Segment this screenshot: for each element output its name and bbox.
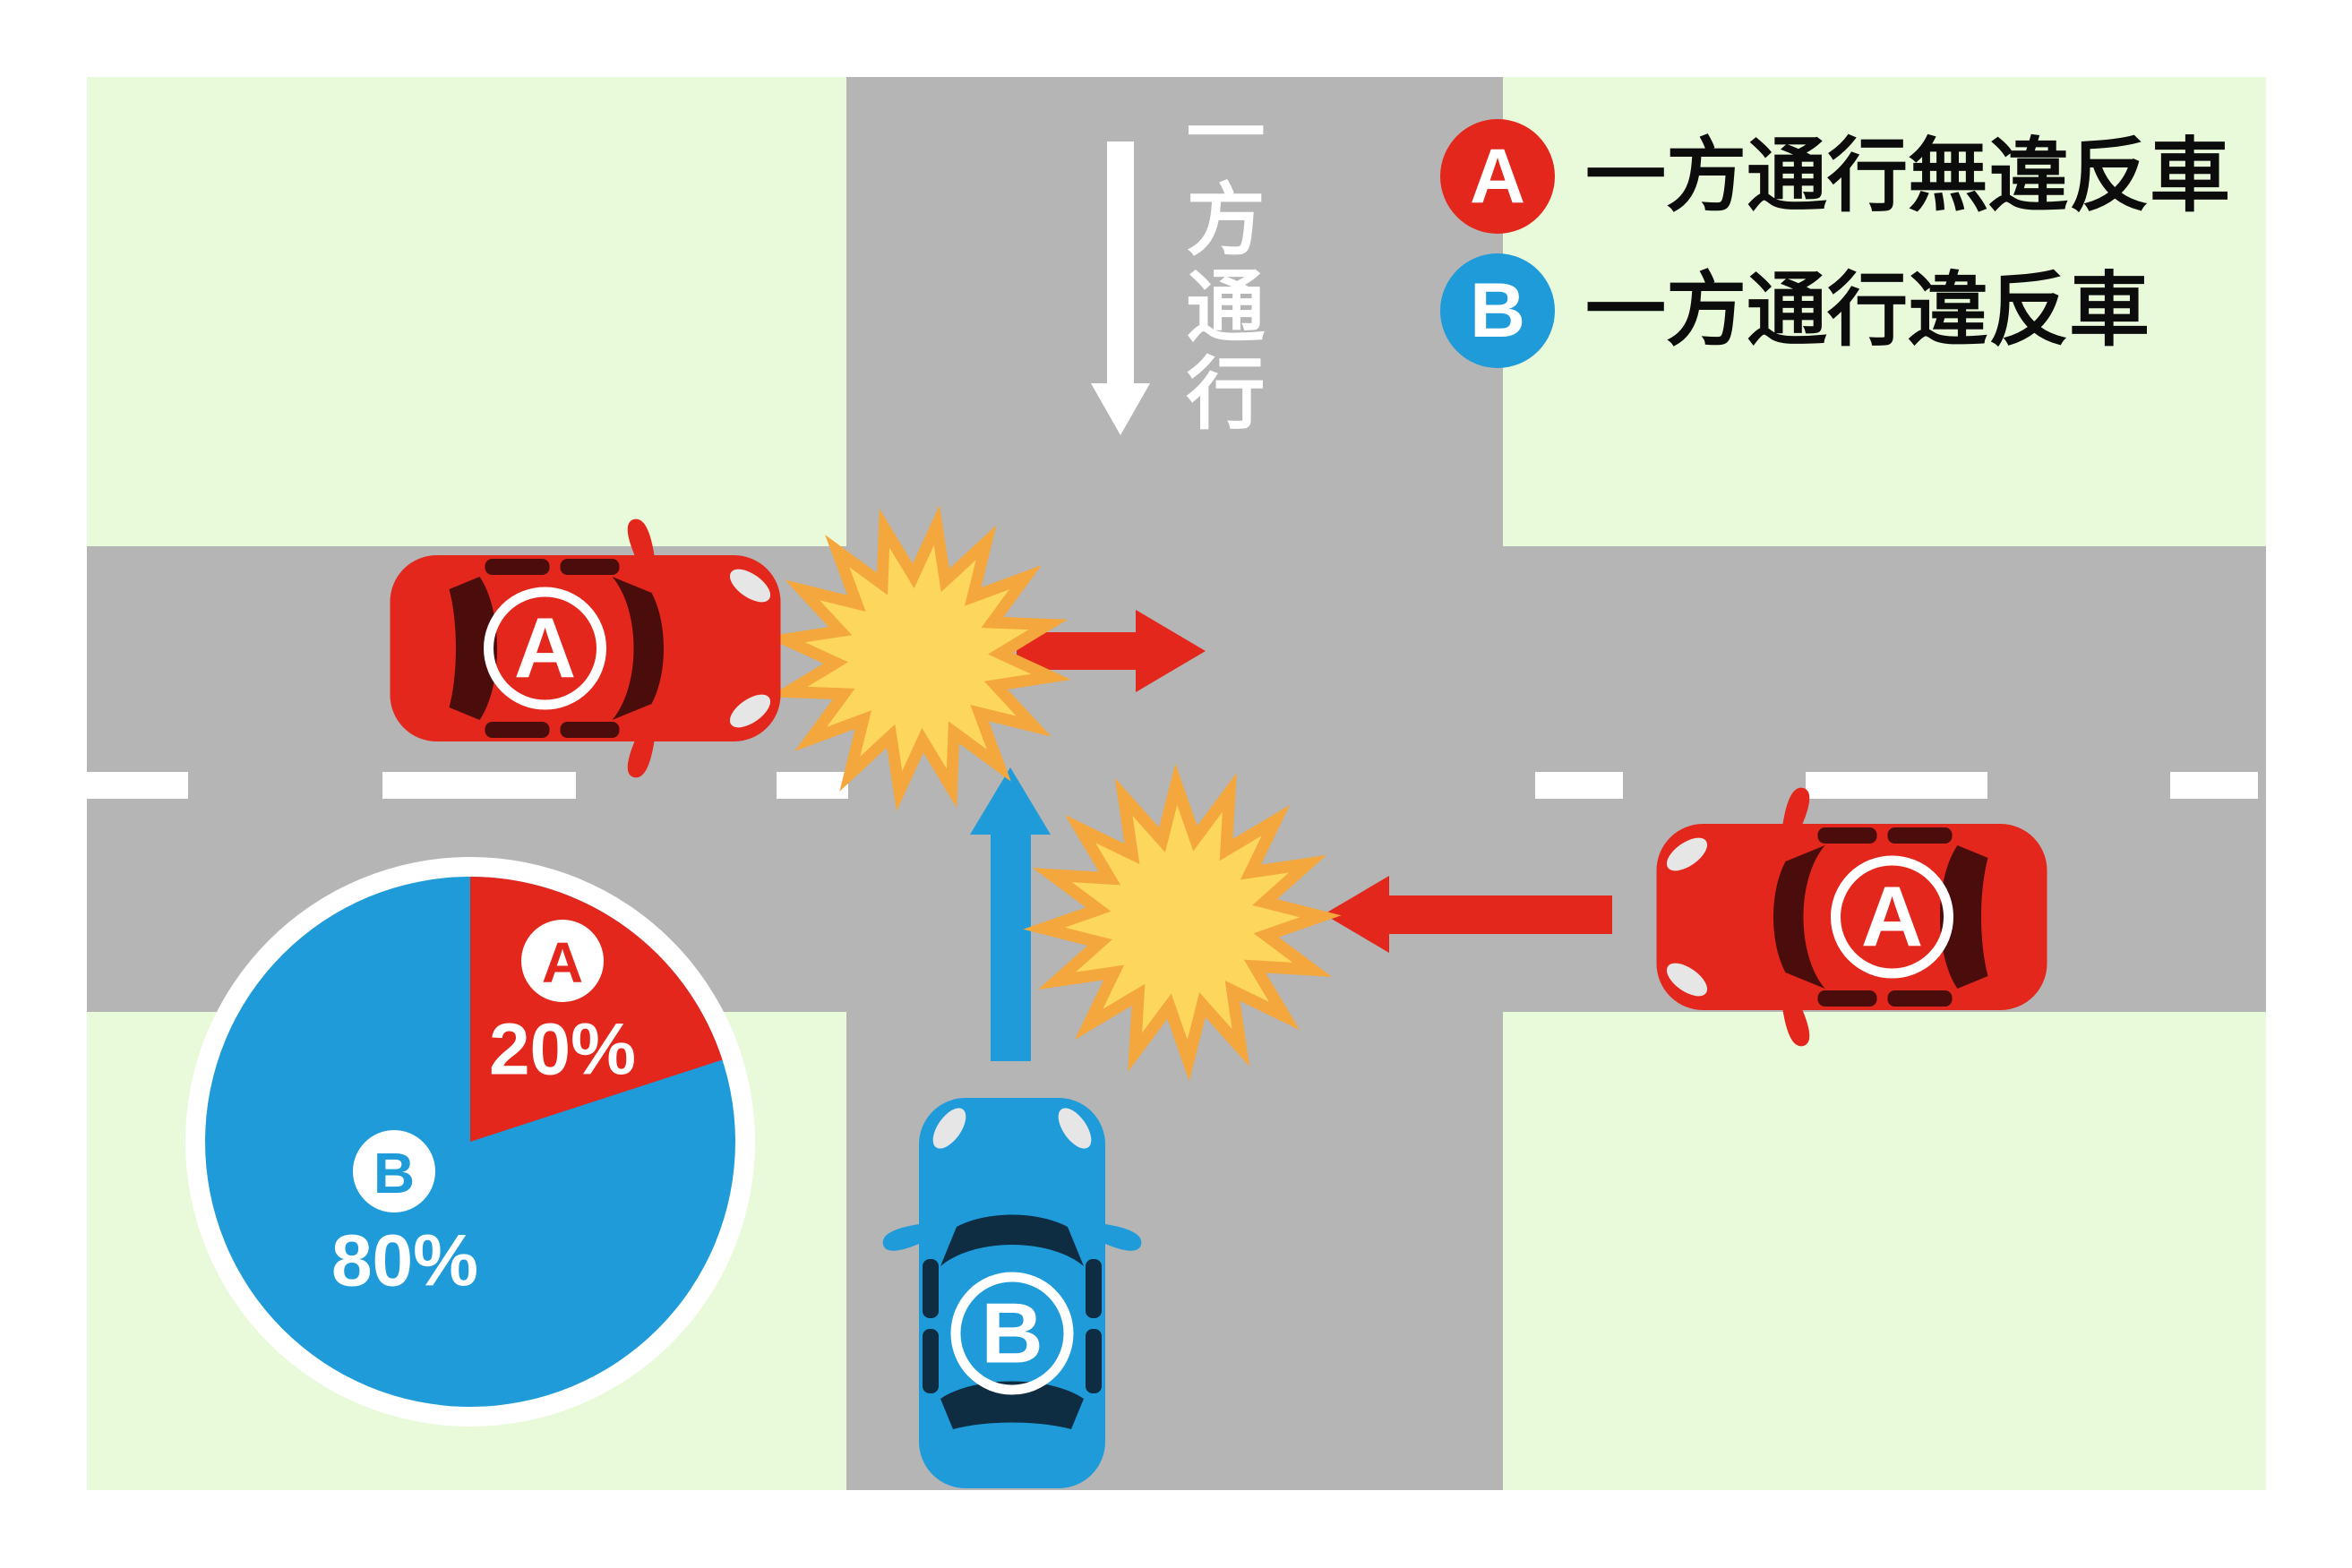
one-way-road-text: 一方通行 <box>1175 91 1264 439</box>
car-a-right: A <box>1656 787 2047 1047</box>
one-way-down-arrow-icon <box>1091 141 1150 435</box>
lane-dash <box>86 772 188 799</box>
legend-label-b: 一方通行違反車 <box>1585 266 2150 356</box>
car-a-left-travel-arrow-icon <box>1017 610 1206 692</box>
fault-ratio-pie-chart: A 20% B 80% <box>185 857 755 1427</box>
car-a-left-label: A <box>514 601 576 697</box>
collision-burst-icon <box>1005 745 1360 1100</box>
pie-label-a-percent: 20% <box>489 1009 636 1091</box>
pie-badge-b-letter: B <box>373 1141 415 1205</box>
pie-label-b-percent: 80% <box>331 1221 478 1302</box>
car-a-left: A <box>390 518 781 778</box>
legend-badge-b: B <box>1440 253 1555 368</box>
lane-dash <box>1806 772 1987 799</box>
lane-dash <box>1535 772 1623 799</box>
legend: A 一方通行無違反車 B 一方通行違反車 <box>1440 119 2230 368</box>
lane-dash <box>2170 772 2258 799</box>
pie-badge-a <box>521 920 604 1002</box>
lane-dash <box>382 772 576 799</box>
legend-label-a: 一方通行無違反車 <box>1585 132 2230 221</box>
collision-burst-icon <box>767 507 1070 810</box>
pie-badge-b <box>353 1130 435 1212</box>
legend-row-a: A 一方通行無違反車 <box>1440 119 2230 234</box>
legend-row-b: B 一方通行違反車 <box>1440 253 2230 368</box>
car-a-right-travel-arrow-icon <box>1324 876 1612 953</box>
pie-badge-a-letter: A <box>542 930 583 995</box>
legend-badge-a: A <box>1440 119 1555 234</box>
car-a-right-label: A <box>1861 870 1923 965</box>
car-b-travel-arrow-icon <box>970 767 1051 1061</box>
car-b-label: B <box>981 1286 1043 1382</box>
car-b: B <box>882 1098 1142 1488</box>
lane-dash <box>777 772 848 799</box>
